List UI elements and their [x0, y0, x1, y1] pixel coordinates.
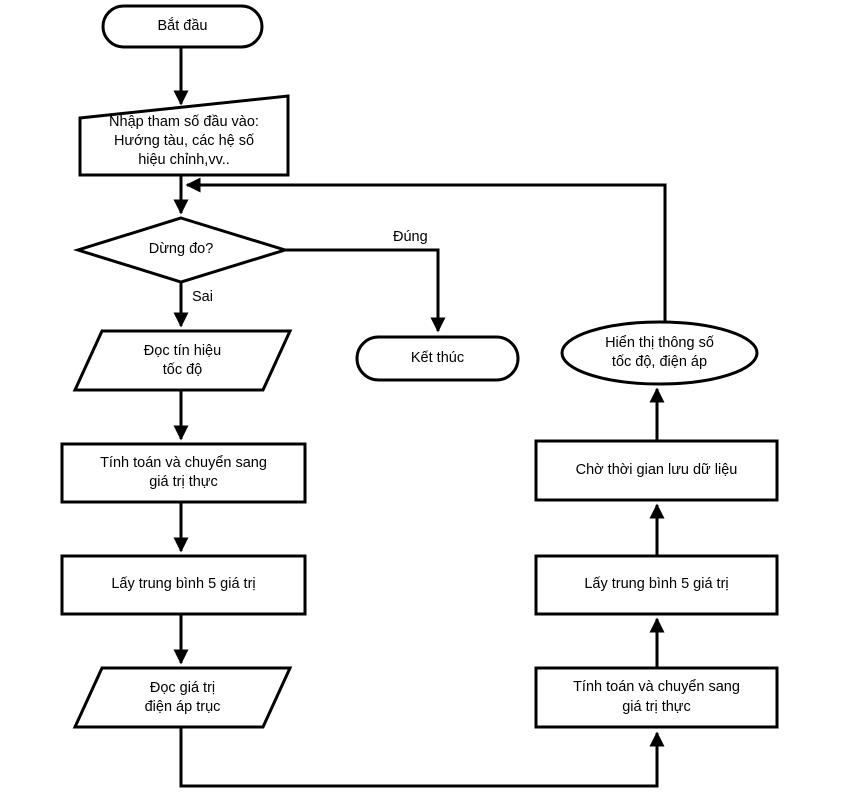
edge-decision-yes-to-end: [285, 248, 446, 333]
shape-calc-right: [534, 666, 779, 729]
edge-display-feedback-to-input: [185, 177, 667, 322]
shape-decision-stop: [72, 216, 291, 284]
shape-avg-left: [60, 554, 307, 616]
shape-calc-left: [60, 442, 307, 504]
shape-read-speed: [72, 329, 293, 392]
shape-avg-right: [534, 554, 779, 616]
edge-label-no: Sai: [192, 289, 213, 305]
shape-read-voltage: [72, 666, 293, 729]
shape-display: [560, 320, 759, 386]
shape-wait-save: [534, 439, 779, 502]
shape-input-params: [78, 94, 290, 177]
edge-label-yes: Đúng: [393, 229, 428, 245]
shape-start: [101, 4, 264, 49]
edge-read-voltage-to-calc-right: [179, 727, 665, 788]
shape-end: [355, 335, 520, 382]
